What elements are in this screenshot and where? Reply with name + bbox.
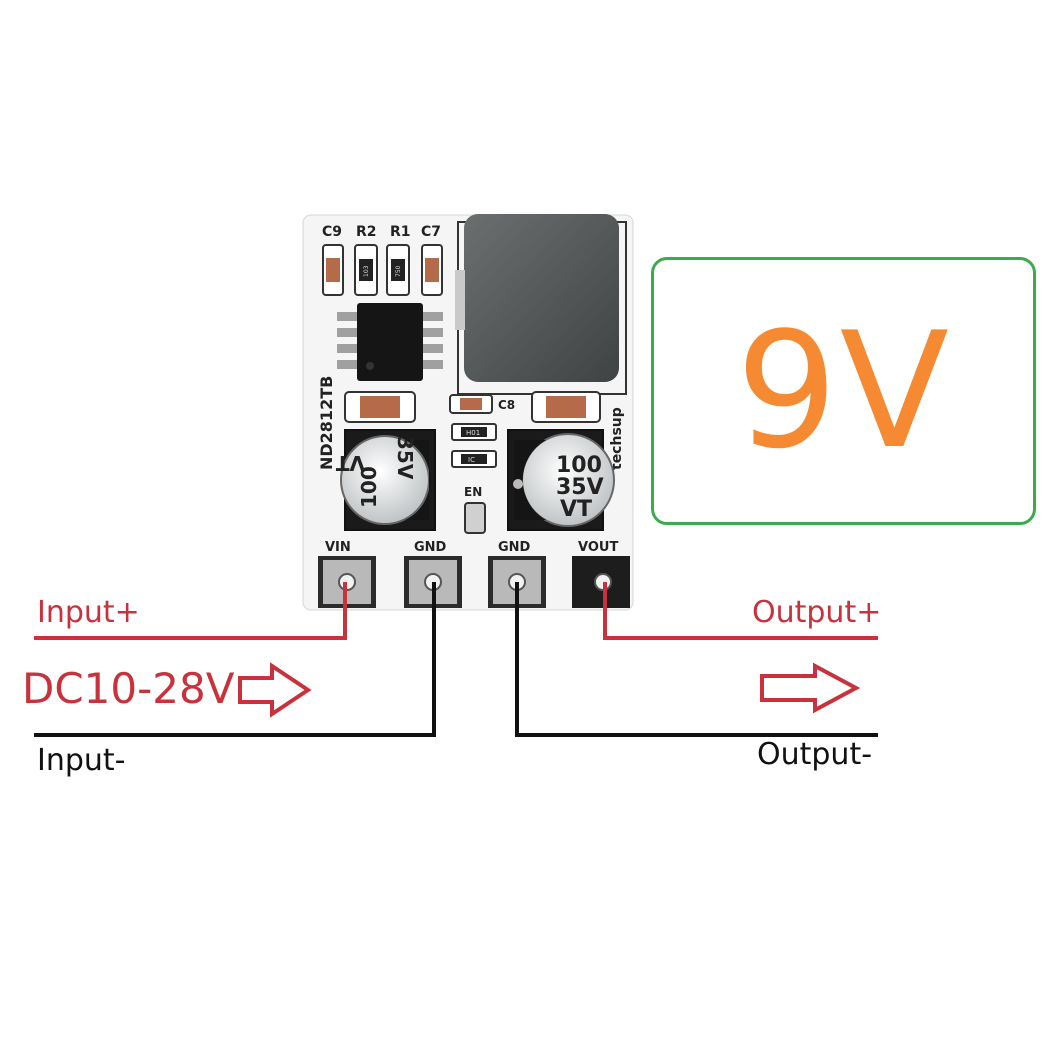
ic-chip [337,303,443,381]
label-c9: C9 [322,224,342,240]
cap-right-voltage: 35V [556,475,604,500]
label-c7: C7 [421,224,441,240]
input-range-label: DC10-28V [22,664,235,713]
en-pad [464,502,486,534]
cap-left-series: VT [336,451,365,475]
input-arrow-icon [238,662,312,718]
inductor [464,214,619,382]
brand-label: techsup [609,407,625,470]
output-minus-label: Output- [757,737,873,772]
input-plus-label: Input+ [37,595,140,630]
model-label: ND2812TB [317,376,336,470]
wire-output-plus [603,582,878,640]
input-minus-label: Input- [37,743,126,778]
cap-left-voltage: 35V [393,436,417,480]
pin-label-vin: VIN [325,540,351,555]
cap-right-value: 100 [556,453,602,478]
label-r1: R1 [390,224,411,240]
pin-label-gnd-1: GND [414,540,447,555]
cap-right-series: VT [560,497,592,522]
label-en: EN [464,485,482,499]
pin-label-gnd-2: GND [498,540,531,555]
output-voltage-text: 9V [735,297,952,484]
cap-left-value: 100 [357,466,381,508]
label-r2: R2 [356,224,377,240]
output-plus-label: Output+ [752,595,882,630]
ra-code: H01 [466,429,480,437]
pin-label-vout: VOUT [578,540,618,555]
r1-code: 750 [395,265,402,277]
wire-output-minus [515,582,878,737]
rb-code: IC [468,456,475,464]
r2-code: 103 [363,265,370,277]
wire-input-minus [34,582,436,737]
label-c8: C8 [498,398,515,412]
capacitor-electrolytic-left: VT 35V 100 [336,429,436,531]
output-voltage-box: 9V [651,257,1036,525]
capacitor-electrolytic-right: 100 35V VT [507,429,615,531]
output-arrow-icon [760,662,861,714]
pin-pad-vout [572,556,630,608]
wire-input-plus [34,582,347,640]
inductor-pad-left [455,270,465,330]
